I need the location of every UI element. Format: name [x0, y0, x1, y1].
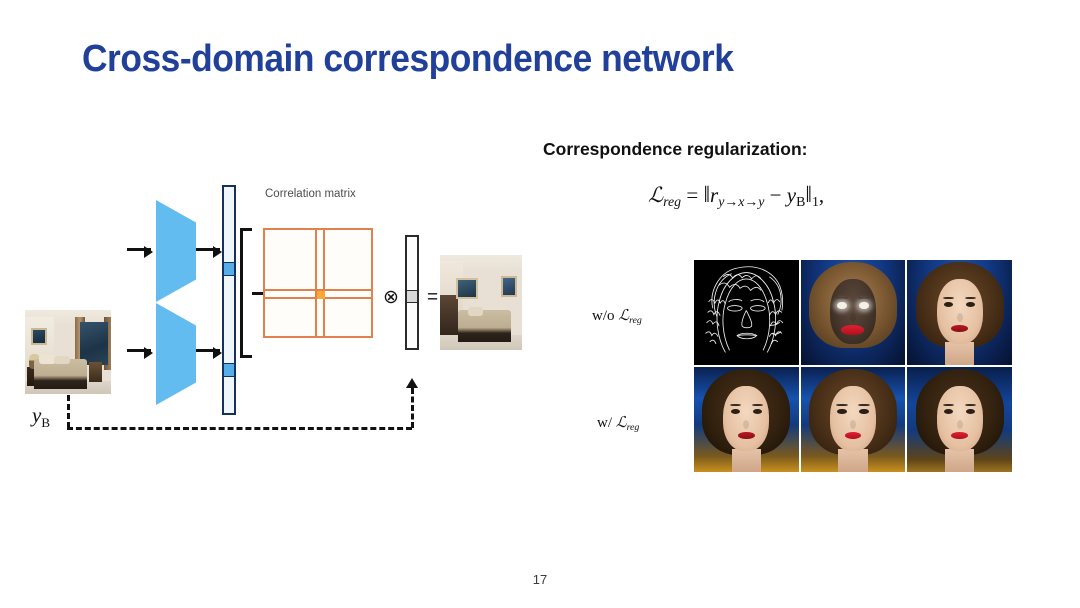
- generated-face-with-reg-1: [694, 367, 799, 472]
- face-eye-right: [965, 409, 976, 415]
- formula-loss-symbol: ℒ: [648, 183, 664, 207]
- tensor-product-symbol: ⊗: [383, 287, 399, 308]
- page-title: Cross-domain correspondence network: [82, 38, 734, 80]
- face-eye-left: [943, 302, 954, 308]
- correlation-matrix-label: Correlation matrix: [265, 188, 356, 200]
- face-nose: [849, 419, 857, 429]
- feedback-line-left: [67, 395, 70, 428]
- face-eye-right: [965, 302, 976, 308]
- matrix-gridline-v1: [315, 230, 317, 336]
- face-neck: [838, 448, 868, 472]
- row-label-without-loss: ℒ: [618, 306, 630, 324]
- encoder-top: [156, 200, 196, 302]
- feedback-line-right: [411, 388, 414, 428]
- face-lips: [841, 325, 865, 335]
- formula-norm-close: ‖: [805, 182, 812, 208]
- formula-r-subscript: y→x→y: [718, 193, 765, 209]
- input-label-yb: yB: [32, 403, 50, 431]
- output-bedroom-image: [440, 255, 522, 350]
- formula-norm-subscript: 1: [811, 193, 819, 209]
- network-diagram: yB Correlation matrix ⊗ =: [0, 160, 540, 460]
- regularization-formula: ℒreg = ‖ry→x→y − yB‖1,: [648, 182, 824, 210]
- face-brow-left: [729, 403, 742, 407]
- face-brow-right: [964, 296, 977, 300]
- yb-label-sub: B: [41, 415, 51, 431]
- formula-equals: =: [686, 183, 699, 207]
- face-neck: [945, 448, 975, 472]
- matrix-gridline-h1: [265, 289, 371, 291]
- face-eye-left: [837, 409, 847, 415]
- row-label-with-loss: ℒ: [615, 413, 627, 431]
- formula-comma: ,: [818, 183, 825, 207]
- matrix-gridline-v2: [323, 230, 325, 336]
- face-brow-left: [942, 403, 955, 407]
- generated-face-with-reg-3: [907, 367, 1012, 472]
- face-brow-right: [964, 403, 977, 407]
- face-brow-left: [836, 403, 848, 407]
- face-eye-right: [859, 302, 869, 310]
- row-label-with-reg: w/ ℒreg: [597, 413, 639, 433]
- feature-vector-column: [222, 185, 236, 415]
- face-nose: [743, 419, 750, 429]
- arrow-to-bottom-encoder: [127, 347, 153, 359]
- face-skin: [829, 385, 876, 451]
- formula-minus: −: [769, 183, 782, 207]
- face-nose: [956, 312, 963, 322]
- face-lips: [844, 432, 862, 440]
- face-lips: [951, 432, 969, 440]
- formula-loss-subscript: reg: [663, 193, 682, 209]
- face-brow-left: [836, 296, 848, 300]
- matrix-highlight-cell: [317, 291, 325, 299]
- arrow-top-encoder-to-features: [196, 246, 222, 258]
- correlation-matrix: [263, 228, 373, 338]
- input-bedroom-image: [25, 310, 111, 394]
- yb-label-main: y: [32, 403, 42, 427]
- feedback-arrowhead-icon: [406, 378, 418, 388]
- row-label-without-reg: w/o ℒreg: [592, 306, 642, 326]
- attention-highlight: [407, 290, 417, 303]
- face-eye-right: [752, 409, 762, 415]
- formula-y-subscript: B: [796, 193, 806, 209]
- attention-vector-column: [405, 235, 419, 350]
- face-nose: [956, 419, 963, 429]
- regularization-heading: Correspondence regularization:: [543, 139, 808, 159]
- edge-map-sketch: [694, 260, 799, 365]
- reference-portrait: [907, 260, 1012, 365]
- formula-y: y: [786, 183, 797, 207]
- row-label-with-loss-sub: reg: [626, 421, 640, 433]
- face-skin: [936, 278, 983, 344]
- face-neck: [945, 341, 975, 365]
- encoder-bottom: [156, 303, 196, 405]
- face-skin: [723, 385, 770, 451]
- generated-face-with-reg-2: [800, 367, 906, 472]
- face-eye-left: [943, 409, 954, 415]
- row-label-with-prefix: w/: [597, 415, 616, 431]
- face-brow-right: [858, 296, 870, 300]
- arrow-to-top-encoder: [127, 246, 153, 258]
- results-image-grid: [694, 260, 1012, 472]
- feature-brace: [240, 228, 252, 358]
- row-label-without-prefix: w/o: [592, 308, 619, 324]
- arrow-bottom-encoder-to-features: [196, 347, 222, 359]
- face-eye-left: [837, 302, 847, 310]
- feature-highlight-top: [224, 262, 234, 276]
- feedback-line-bottom: [67, 427, 412, 430]
- face-nose: [849, 312, 857, 322]
- feature-highlight-bottom: [224, 363, 234, 377]
- face-neck: [731, 448, 761, 472]
- formula-norm-open: ‖: [703, 182, 711, 208]
- face-brow-left: [942, 296, 955, 300]
- face-brow-right: [858, 403, 870, 407]
- face-brow-right: [751, 403, 764, 407]
- face-lips: [951, 325, 969, 333]
- face-eye-right: [859, 409, 869, 415]
- face-skin: [936, 385, 983, 451]
- page-number: 17: [532, 572, 548, 587]
- formula-r: r: [710, 183, 719, 207]
- equals-symbol: =: [427, 287, 439, 308]
- face-lips: [737, 432, 755, 440]
- face-eye-left: [730, 409, 741, 415]
- generated-face-without-reg: [800, 260, 906, 365]
- row-label-without-loss-sub: reg: [629, 314, 642, 326]
